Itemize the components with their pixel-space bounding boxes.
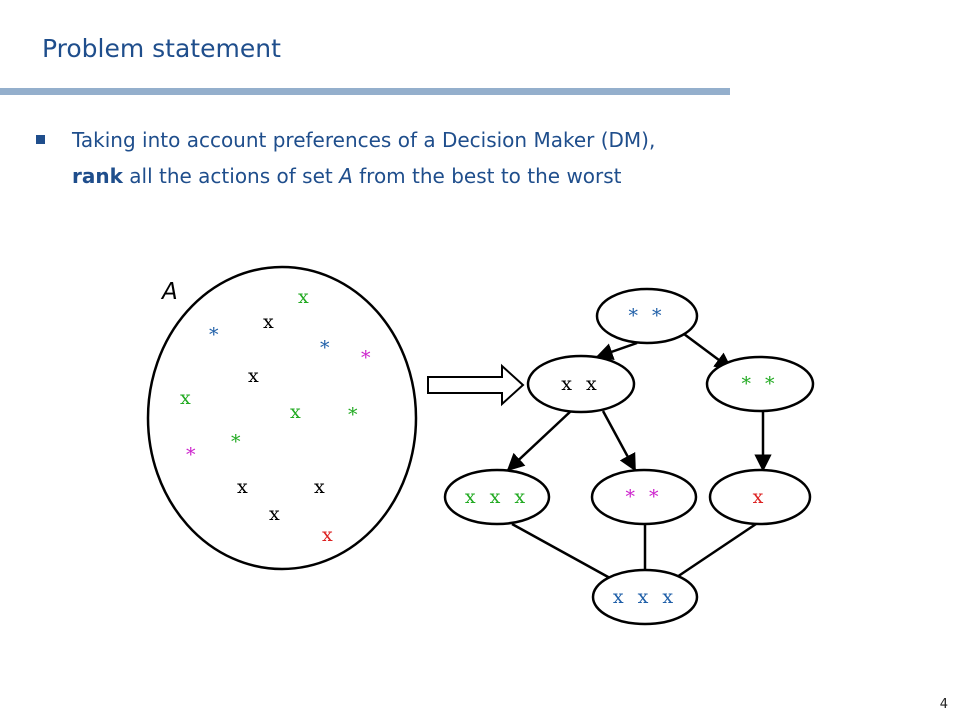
set-a-label: A xyxy=(160,279,178,305)
graph-node-n1: * * xyxy=(595,287,699,345)
graph-node-ellipse xyxy=(526,354,636,414)
graph-node-ellipse xyxy=(708,468,812,526)
set-a-symbol: x xyxy=(269,503,280,525)
set-a-circle xyxy=(146,265,418,571)
set-a-symbol: * xyxy=(320,337,330,359)
bullet-text: Taking into account preferences of a Dec… xyxy=(72,122,872,194)
graph-node-label: x xyxy=(753,486,768,508)
bullet-square-icon xyxy=(36,135,45,144)
graph-node-ellipse xyxy=(595,287,699,345)
bullet-bold-word: rank xyxy=(72,164,123,188)
set-a-symbol: x xyxy=(290,401,301,423)
page-number: 4 xyxy=(939,697,948,712)
graph-edge-n2-n4 xyxy=(506,410,572,472)
graph-node-label: * * xyxy=(741,373,778,395)
graph-edge-n1-n3 xyxy=(683,332,733,371)
graph-node-label: x x x xyxy=(613,586,677,608)
title-underline-bar xyxy=(0,88,730,95)
set-a-symbol: x xyxy=(322,524,333,546)
graph-node-ellipse xyxy=(443,468,551,526)
set-a-symbol: x xyxy=(248,365,259,387)
graph-node-ellipse xyxy=(590,468,698,526)
bullet-line-1: Taking into account preferences of a Dec… xyxy=(72,128,656,152)
set-a-symbol: x xyxy=(263,311,274,333)
set-a-symbol: * xyxy=(231,431,241,453)
graph-node-n4: x x x xyxy=(443,468,551,526)
graph-node-label: x x x xyxy=(465,486,529,508)
bullet-line-2-mid: all the actions of set xyxy=(122,164,340,188)
graph-node-ellipse xyxy=(591,568,699,626)
bullet-line-2: rank all the actions of set A from the b… xyxy=(72,158,872,194)
graph-node-ellipse xyxy=(705,355,815,413)
set-a-symbol: x xyxy=(237,476,248,498)
graph-node-n2: x x xyxy=(526,354,636,414)
graph-edge-n4-n7 xyxy=(511,522,620,585)
set-a-symbol: * xyxy=(209,324,219,346)
ranking-graph-edges xyxy=(506,332,772,585)
bullet-set-name: A xyxy=(339,164,353,188)
transform-arrow-icon xyxy=(427,363,525,407)
graph-node-label: * * xyxy=(628,305,665,327)
graph-edge-n6-n7 xyxy=(667,522,757,585)
set-a-symbol: * xyxy=(361,347,371,369)
slide-title: Problem statement xyxy=(42,34,281,63)
graph-node-n5: * * xyxy=(590,468,698,526)
graph-edge-n2-n5 xyxy=(601,410,637,472)
graph-node-label: * * xyxy=(625,486,662,508)
graph-node-label: x x xyxy=(561,373,600,395)
set-a-symbol: * xyxy=(186,444,196,466)
set-a-symbol: x xyxy=(298,286,309,308)
graph-node-n7: x x x xyxy=(591,568,699,626)
graph-node-n3: * * xyxy=(705,355,815,413)
set-a-symbol: x xyxy=(180,387,191,409)
set-a-symbol: * xyxy=(348,404,358,426)
graph-node-n6: x xyxy=(708,468,812,526)
set-a-symbol: x xyxy=(314,476,325,498)
bullet-line-2-end: from the best to the worst xyxy=(352,164,622,188)
ranking-graph-nodes: * * x x * * x x x * * x x x x xyxy=(443,287,815,626)
graph-edge-n1-n2 xyxy=(595,341,638,361)
